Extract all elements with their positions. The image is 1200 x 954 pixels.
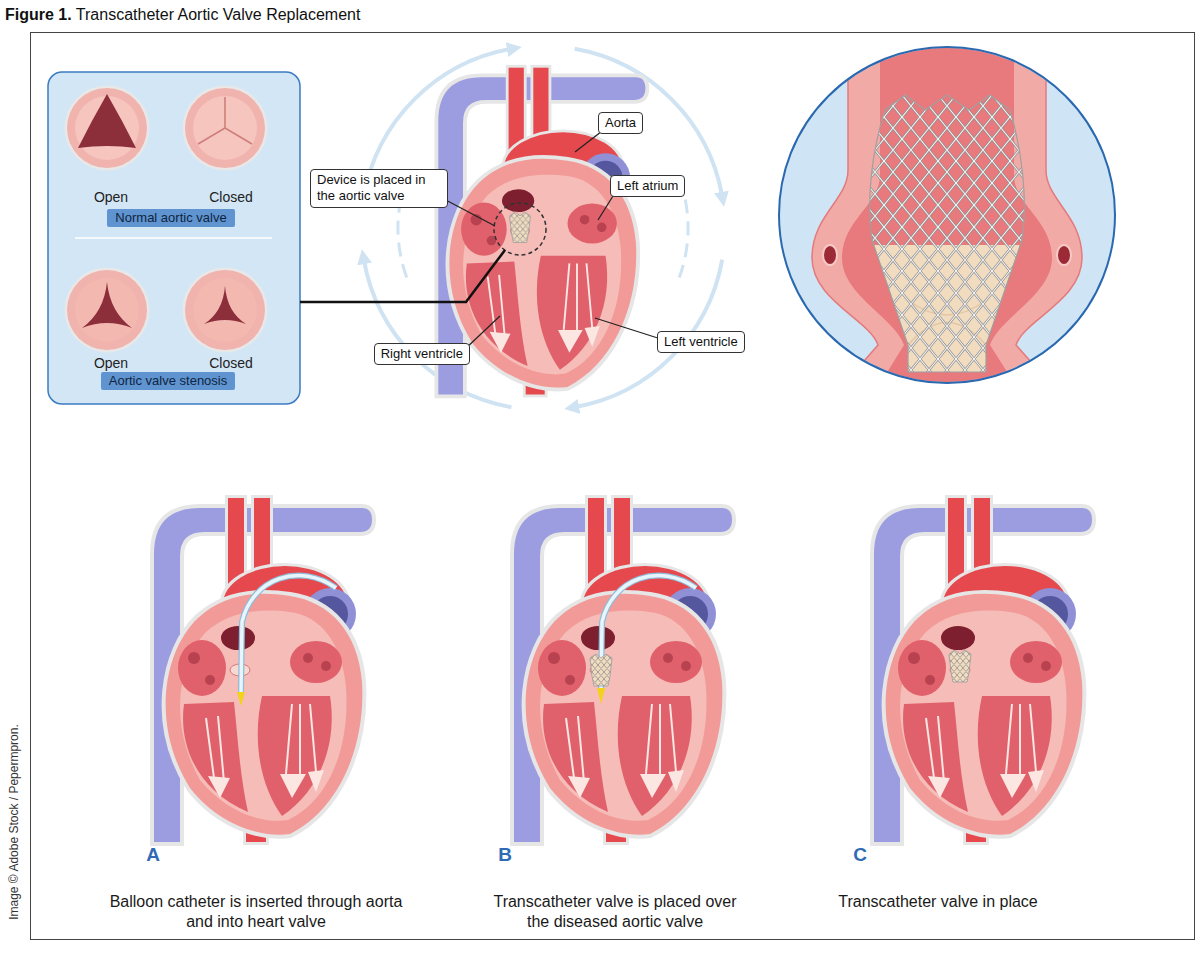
step-heart	[154, 498, 372, 842]
step-caption: Transcatheter valve is placed over the d…	[493, 892, 738, 933]
leader-lines	[442, 128, 664, 350]
node-text: Normal aortic valve	[115, 209, 226, 227]
catheter	[601, 575, 696, 688]
valve-leaflets	[193, 278, 257, 342]
node-text: Left ventricle	[664, 334, 738, 350]
panel-divider	[75, 237, 272, 239]
catheter	[241, 575, 336, 692]
node-text: Aorta	[605, 115, 636, 131]
valve-ring	[67, 88, 147, 168]
coronary-ostium	[1057, 245, 1071, 265]
callout-box: Left ventricle	[657, 331, 745, 353]
valve-ring	[185, 88, 265, 168]
catheter	[601, 575, 696, 688]
valve-leaflets	[75, 278, 139, 342]
heart-figure	[874, 498, 1092, 842]
panel-pointer	[300, 250, 505, 302]
legend-band: Aortic valve stenosis	[101, 372, 236, 390]
heart-figure	[154, 498, 372, 842]
figure-frame	[31, 33, 1195, 940]
heart-figure	[514, 498, 732, 842]
node-text: Right ventricle	[381, 346, 463, 362]
title-part: Figure 1.	[5, 6, 72, 23]
valve-leaflets	[193, 96, 257, 160]
coronary-ostium	[823, 245, 837, 265]
inset-panel	[48, 72, 300, 404]
aortic-wall	[812, 40, 1082, 400]
leader-line	[595, 318, 664, 340]
catheter-tip	[237, 692, 245, 706]
valve-opening	[204, 286, 246, 324]
node-text: Aortic valve stenosis	[109, 372, 228, 390]
node-text: Left atrium	[617, 178, 678, 194]
step-caption: Transcatheter valve in place	[838, 892, 1038, 912]
stent-frame	[870, 95, 1025, 372]
aortic-lumen	[842, 40, 1052, 400]
image-credit: Image © Adobe Stock / Pepermpron.	[7, 724, 21, 920]
valve-ring	[185, 270, 265, 350]
callout-box: Aorta	[598, 112, 643, 134]
step-letter: B	[498, 845, 512, 866]
valve-state-label: Closed	[209, 189, 253, 206]
callout-box: Left atrium	[610, 175, 685, 197]
leader-line	[442, 198, 495, 226]
valve-opening	[82, 282, 132, 328]
stent-symbol	[510, 212, 531, 242]
circular-arrows	[364, 49, 722, 407]
valve-coaptation	[198, 97, 252, 144]
valve-state-label: Open	[94, 355, 128, 372]
step-letter: A	[146, 845, 160, 866]
step-heart	[874, 498, 1092, 842]
focus-circle	[494, 203, 546, 255]
stent-symbol	[590, 654, 612, 686]
step-heart	[514, 498, 732, 842]
catheter-tip	[597, 688, 605, 704]
title-part: Transcatheter Aortic Valve Replacement	[72, 6, 361, 23]
stent-symbol	[949, 650, 971, 682]
valve-opening	[78, 94, 136, 148]
legend-band: Normal aortic valve	[107, 209, 234, 227]
node-text: Device is placed in the aortic valve	[317, 172, 441, 205]
callout-box: Device is placed in the aortic valve	[310, 169, 448, 208]
valve-state-label: Closed	[209, 355, 253, 372]
callout-box: Right ventricle	[374, 343, 470, 365]
catheter	[241, 575, 336, 692]
step-letter: C	[853, 845, 867, 866]
figure-title: Figure 1. Transcatheter Aortic Valve Rep…	[5, 5, 360, 24]
zoom-view	[812, 40, 1082, 400]
valve-state-label: Open	[94, 189, 128, 206]
zoom-ring	[779, 47, 1115, 383]
step-caption: Balloon catheter is inserted through aor…	[106, 892, 406, 933]
valve-ring	[67, 270, 147, 350]
